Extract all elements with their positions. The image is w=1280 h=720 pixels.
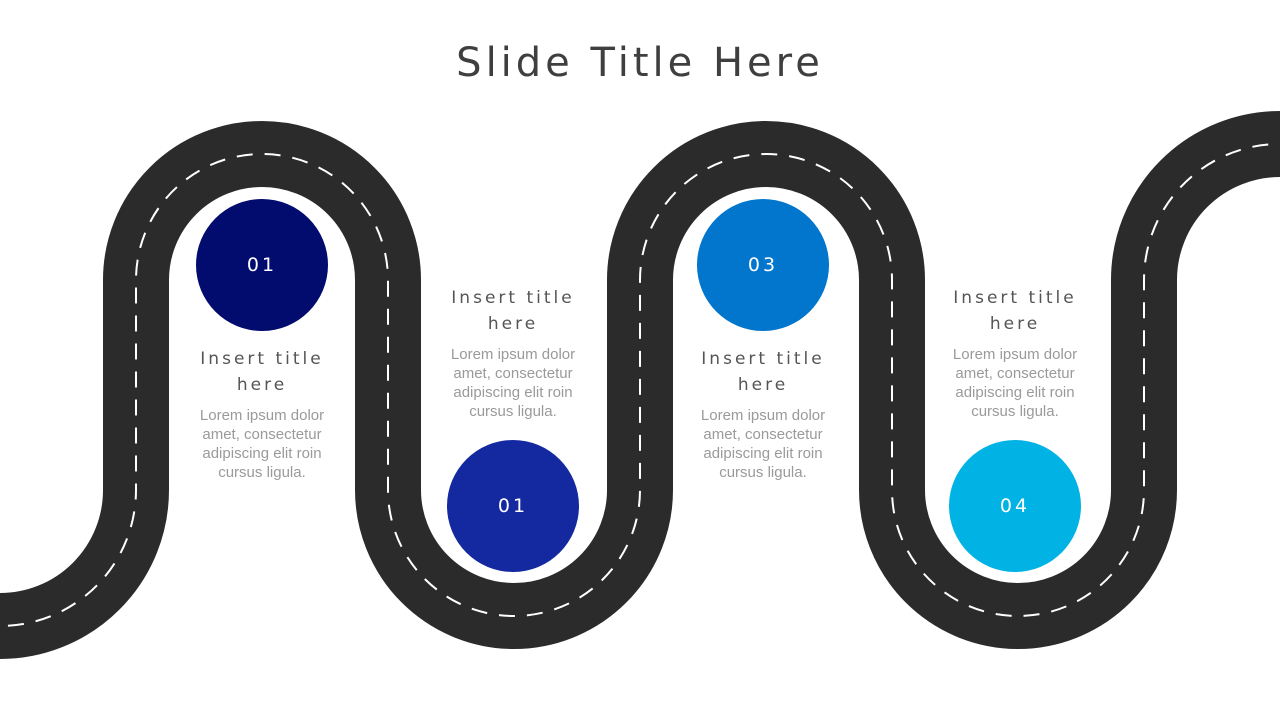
step-3-number: 03 [747,254,779,276]
step-4-number: 04 [999,495,1031,517]
step-2-circle: 01 [447,440,579,572]
slide-title: Slide Title Here [456,40,824,86]
step-3-title: Insert title here [701,349,825,395]
step-3-description: Lorem ipsum dolor amet, consectetur adip… [700,407,826,481]
step-4-description: Lorem ipsum dolor amet, consectetur adip… [952,346,1078,420]
step-2-title: Insert title here [451,288,575,334]
step-1-title: Insert title here [200,349,324,395]
step-1-circle: 01 [196,199,328,331]
step-3-text: Insert title here Lorem ipsum dolor amet… [673,346,853,482]
step-4-text: Insert title here Lorem ipsum dolor amet… [925,285,1105,421]
step-2-description: Lorem ipsum dolor amet, consectetur adip… [450,346,576,420]
step-2-text: Insert title here Lorem ipsum dolor amet… [423,285,603,421]
road-lane-marking [0,143,1280,627]
step-1-number: 01 [246,254,278,276]
step-1-description: Lorem ipsum dolor amet, consectetur adip… [199,407,325,481]
step-4-circle: 04 [949,440,1081,572]
step-2-number: 01 [497,495,529,517]
step-1-text: Insert title here Lorem ipsum dolor amet… [172,346,352,482]
step-4-title: Insert title here [953,288,1077,334]
step-3-circle: 03 [697,199,829,331]
